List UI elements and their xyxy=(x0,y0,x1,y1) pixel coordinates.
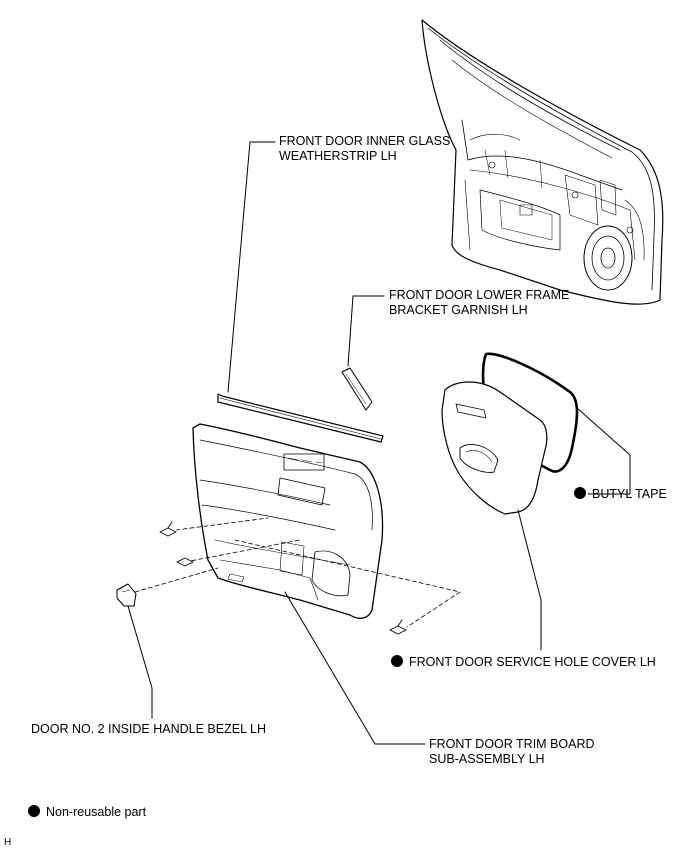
garnish-part xyxy=(341,367,373,411)
weatherstrip-label-line2: WEATHERSTRIP LH xyxy=(279,149,397,163)
trim-board-label: FRONT DOOR TRIM BOARD SUB-ASSEMBLY LH xyxy=(429,737,595,767)
garnish-label: FRONT DOOR LOWER FRAME BRACKET GARNISH L… xyxy=(389,288,569,318)
handle-bezel-label: DOOR NO. 2 INSIDE HANDLE BEZEL LH xyxy=(31,722,266,737)
service-hole-cover-part xyxy=(441,381,548,515)
weatherstrip-part xyxy=(217,393,384,443)
garnish-label-line1: FRONT DOOR LOWER FRAME xyxy=(389,288,570,302)
weatherstrip-label: FRONT DOOR INNER GLASS WEATHERSTRIP LH xyxy=(279,134,450,164)
legend-text: Non-reusable part xyxy=(46,805,147,819)
butyl-tape-label-text: BUTYL TAPE xyxy=(592,487,667,501)
legend: Non-reusable part xyxy=(28,805,146,820)
assembly-dashed-lines xyxy=(134,517,461,628)
non-reusable-dot-icon xyxy=(391,655,403,667)
butyl-tape-label: BUTYL TAPE xyxy=(574,487,667,502)
weatherstrip-label-line1: FRONT DOOR INNER GLASS xyxy=(279,134,451,148)
trim-board-label-line1: FRONT DOOR TRIM BOARD xyxy=(429,737,595,751)
service-hole-cover-label: FRONT DOOR SERVICE HOLE COVER LH xyxy=(391,655,656,670)
butyl-tape-leader-line xyxy=(576,407,631,495)
clip-fasteners xyxy=(159,521,407,635)
non-reusable-dot-icon xyxy=(574,487,586,499)
door-inner-frame-illustration xyxy=(421,19,664,305)
trim-board-part xyxy=(192,423,384,619)
service-hole-cover-label-text: FRONT DOOR SERVICE HOLE COVER LH xyxy=(409,655,656,669)
trim-board-leader-line xyxy=(284,591,426,745)
legend-dot-icon xyxy=(28,805,40,817)
garnish-label-line2: BRACKET GARNISH LH xyxy=(389,303,528,317)
handle-bezel-label-text: DOOR NO. 2 INSIDE HANDLE BEZEL LH xyxy=(31,722,267,736)
corner-code: H xyxy=(4,837,12,848)
garnish-leader-line xyxy=(347,295,385,367)
handle-bezel-part xyxy=(116,583,137,607)
trim-board-label-line2: SUB-ASSEMBLY LH xyxy=(429,752,545,766)
handle-bezel-leader-line xyxy=(127,605,153,719)
service-hole-cover-leader-line xyxy=(517,509,542,651)
weatherstrip-leader-line xyxy=(227,141,276,393)
